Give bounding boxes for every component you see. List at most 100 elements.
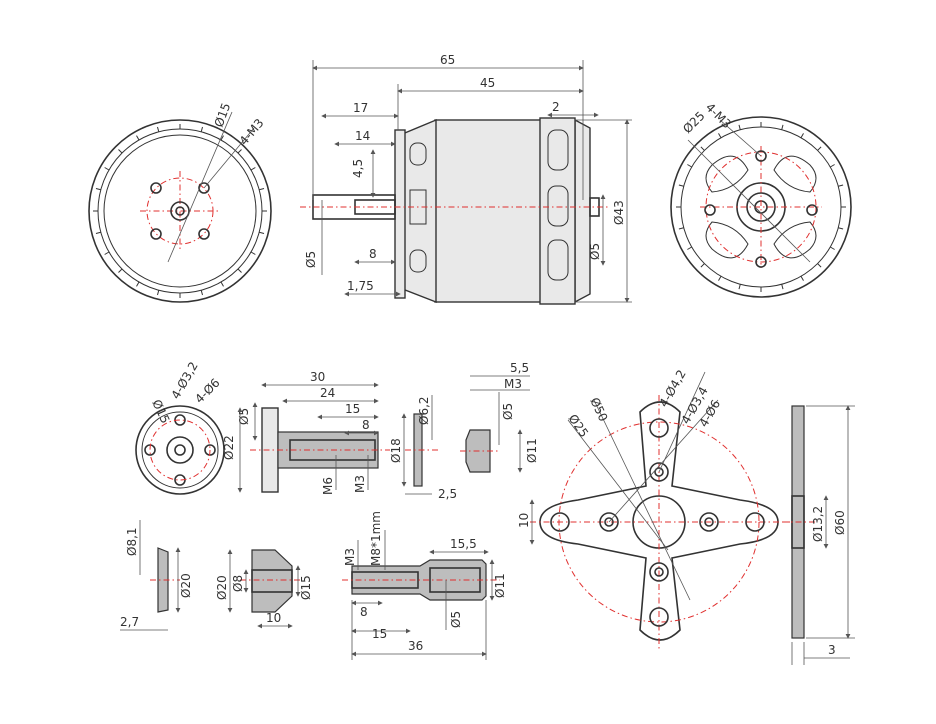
label-d11-nut: Ø11: [525, 438, 539, 463]
label-d43: Ø43: [612, 200, 626, 225]
rim-notch: [104, 167, 110, 171]
label-15-prop: 15: [345, 402, 360, 416]
label-d15-small: Ø15: [149, 397, 172, 425]
label-d50: Ø50: [587, 395, 610, 423]
label-d13-2: Ø13,2: [811, 506, 825, 542]
motor-front-view: Ø15 4-M3: [88, 101, 272, 303]
rim-notch: [781, 124, 784, 130]
shaft-adapter-side: M3 M8*1mm 15,5 Ø11 8 Ø5 15 36: [342, 511, 507, 660]
label-d22: Ø22: [222, 435, 236, 460]
rim-notch: [220, 135, 224, 141]
label-4-5: 4,5: [351, 159, 365, 178]
label-30: 30: [310, 370, 325, 384]
motor-rear-view: Ø25 4-M3: [670, 100, 852, 298]
rim-notch: [838, 184, 844, 187]
cone-spacer-side: Ø20 Ø8 Ø15 10: [215, 549, 313, 629]
rim-notch: [830, 246, 835, 250]
rim-notch: [678, 227, 684, 230]
label-10-mount: 10: [517, 513, 531, 528]
rim-notch: [817, 146, 822, 151]
label-m3-prop: M3: [353, 475, 367, 493]
rim-notch: [738, 124, 741, 130]
label-2-5: 2,5: [438, 487, 457, 501]
rim-notch: [237, 268, 242, 273]
label-d11-adapter: Ø11: [493, 573, 507, 598]
label-m3-nut: M3: [504, 377, 522, 391]
rim-notch: [738, 284, 741, 290]
label-d15-front: Ø15: [212, 101, 234, 129]
label-d15-cone: Ø15: [299, 575, 313, 600]
label-d8-1: Ø8,1: [125, 527, 139, 556]
label-8-top: 8: [369, 247, 377, 261]
label-d5-prop: Ø5: [237, 408, 251, 425]
label-d5-left: Ø5: [304, 251, 318, 268]
rim-notch: [250, 167, 256, 171]
rim-notch: [200, 126, 204, 132]
label-d5-nut: Ø5: [501, 403, 515, 420]
label-17: 17: [353, 101, 368, 115]
label-8-adapter: 8: [360, 605, 368, 619]
nut-side-view: 5,5 M3 Ø5 Ø11: [460, 361, 539, 473]
label-d20-cone: Ø20: [215, 575, 229, 600]
rim-notch: [817, 263, 822, 268]
label-14: 14: [355, 129, 370, 143]
label-2-7: 2,7: [120, 615, 139, 629]
rim-notch: [156, 126, 160, 132]
rim-notch: [220, 281, 224, 287]
label-24: 24: [320, 386, 335, 400]
label-d6-2: Ø6,2: [417, 396, 431, 425]
rim-notch: [678, 184, 684, 187]
label-d20-washer: Ø20: [179, 573, 193, 598]
label-d5-adapter: Ø5: [449, 611, 463, 628]
cross-mount-side: Ø60 Ø13,2 3: [782, 405, 855, 665]
rim-notch: [259, 231, 265, 235]
rim-notch: [118, 268, 123, 273]
rim-notch: [687, 246, 692, 250]
label-m3-adapter: M3: [343, 548, 357, 566]
rim-notch: [800, 133, 804, 138]
rim-notch: [136, 135, 140, 141]
rim-notch: [838, 227, 844, 230]
label-45: 45: [480, 76, 495, 90]
label-d4-2: 4-Ø4,2: [656, 367, 688, 409]
rim-notch: [200, 290, 204, 296]
rim-notch: [95, 187, 101, 191]
cross-mount: Ø50 Ø25 4-Ø4,2 4-Ø3,4 4-Ø6 10: [517, 367, 790, 650]
rim-notch: [718, 133, 722, 138]
prop-adapter-side: 30 24 15 8 Ø5 Ø22 M6 M3: [222, 370, 390, 495]
label-4m3-front: 4-M3: [237, 116, 267, 148]
label-15-adapter: 15: [372, 627, 387, 641]
label-d5-right: Ø5: [588, 243, 602, 260]
rim-notch: [259, 187, 265, 191]
label-d25-rear: Ø25: [680, 109, 707, 136]
label-65: 65: [440, 53, 455, 67]
label-3: 3: [828, 643, 836, 657]
rim-notch: [156, 290, 160, 296]
label-2: 2: [552, 100, 560, 114]
label-d60: Ø60: [833, 510, 847, 535]
rim-notch: [700, 263, 705, 268]
rim-notch: [118, 149, 123, 154]
label-36: 36: [408, 639, 423, 653]
small-washer-side: Ø8,1 Ø20 2,7: [120, 520, 193, 631]
washer-side-view: Ø6,2 Ø18 2,5: [389, 395, 457, 501]
label-d6-small: 4-Ø6: [192, 376, 222, 406]
label-m8: M8*1mm: [369, 511, 383, 566]
motor-side-view: 65 45 17 14 4,5 2 8 1,75 Ø5 Ø5 Ø43: [300, 53, 632, 305]
label-15-5: 15,5: [450, 537, 477, 551]
label-10-cone: 10: [266, 611, 281, 625]
label-d18: Ø18: [389, 438, 403, 463]
rim-notch: [830, 164, 835, 168]
rim-notch: [700, 146, 705, 151]
rim-notch: [781, 284, 784, 290]
rim-notch: [250, 251, 256, 255]
rim-notch: [104, 251, 110, 255]
label-4m3-rear: 4-M3: [703, 100, 734, 131]
label-8-prop: 8: [362, 418, 370, 432]
rim-notch: [687, 164, 692, 168]
rim-notch: [800, 276, 804, 281]
label-d8-cone: Ø8: [231, 575, 245, 592]
rim-notch: [136, 281, 140, 287]
rim-notch: [718, 276, 722, 281]
